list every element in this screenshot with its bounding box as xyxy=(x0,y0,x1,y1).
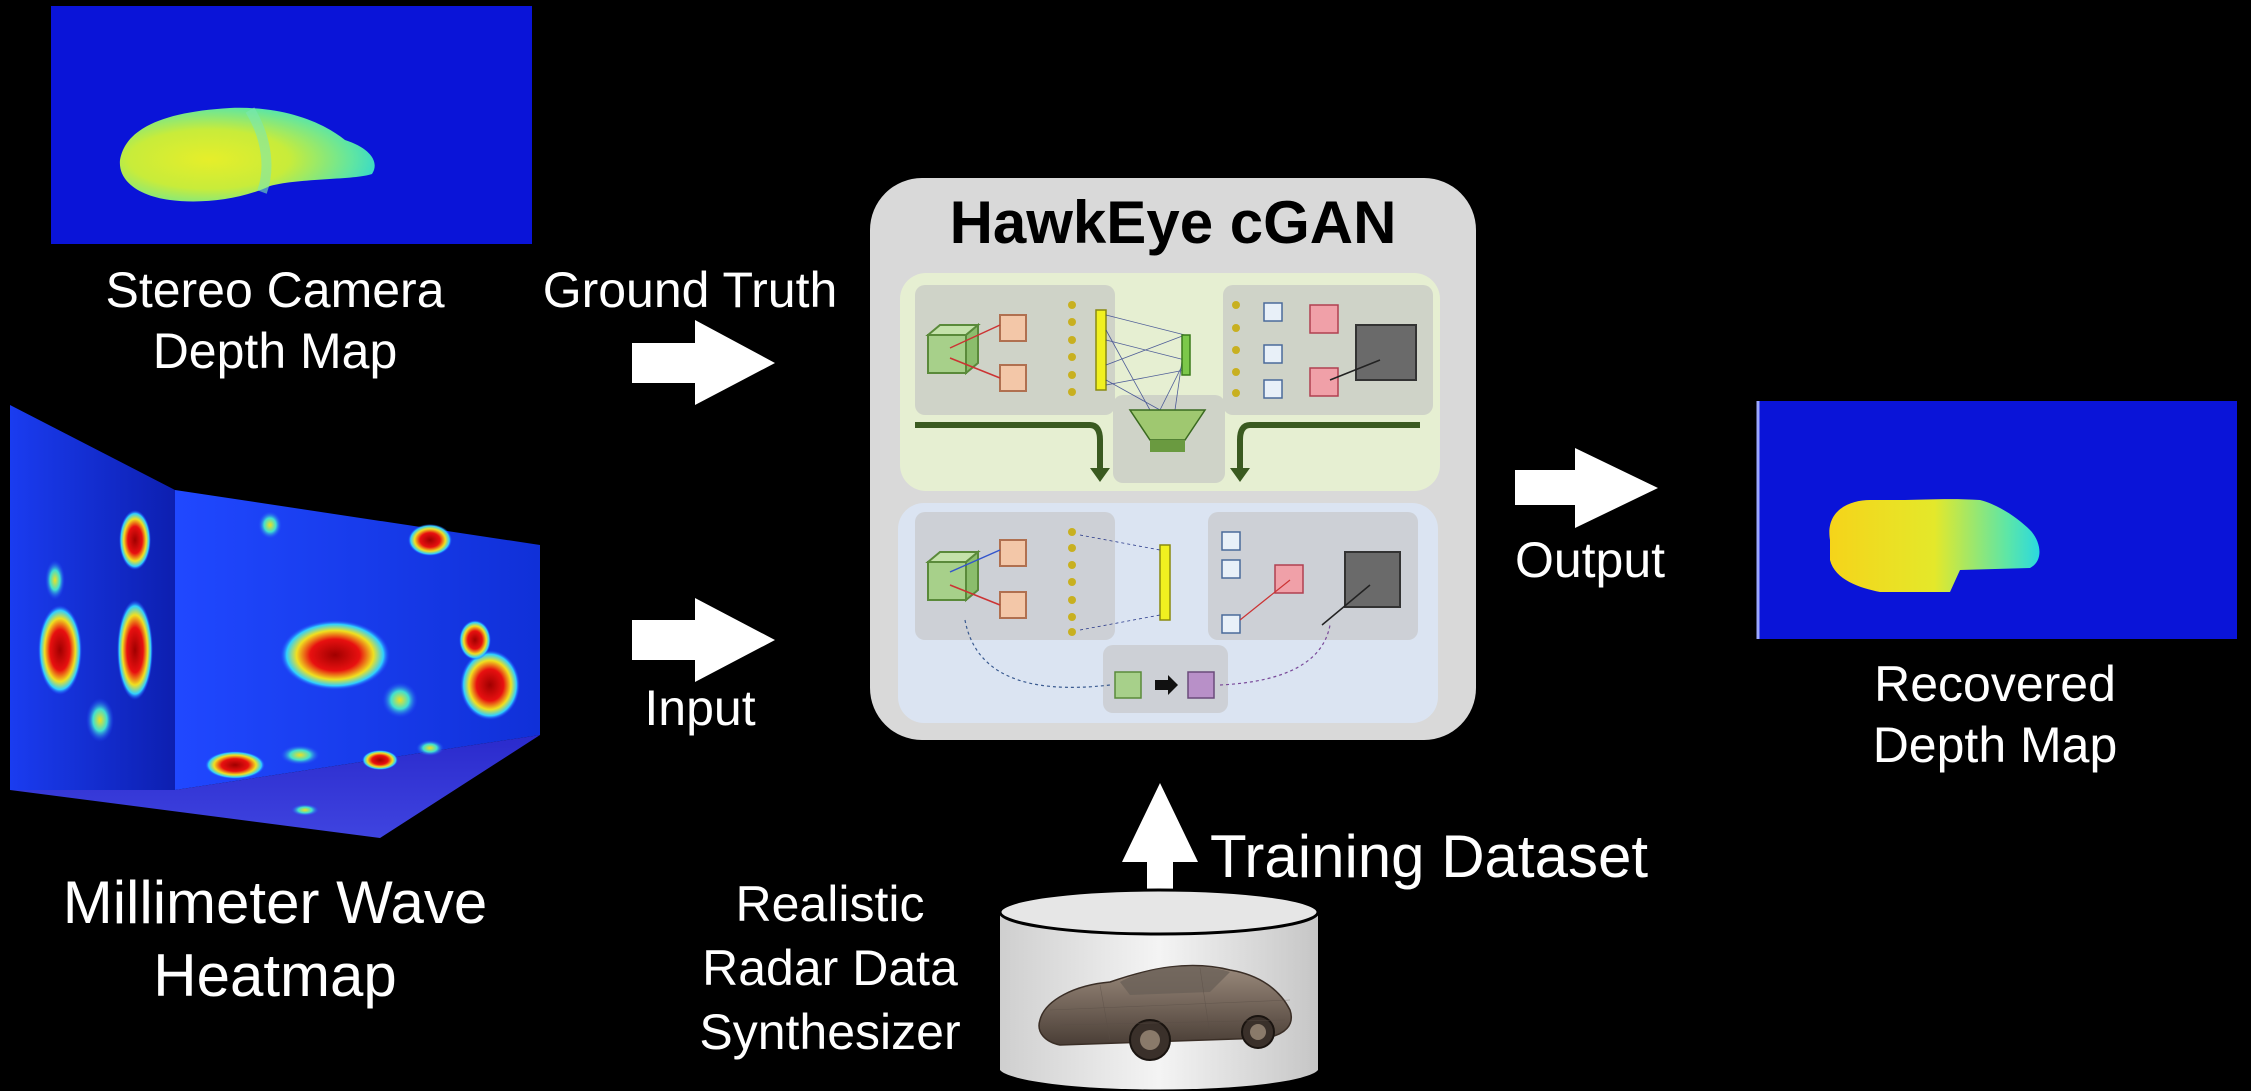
training-dataset-label: Training Dataset xyxy=(1210,823,1648,890)
car-model-icon xyxy=(1038,964,1292,1061)
synth-line2: Radar Data xyxy=(702,940,958,996)
recovered-depth-map-label: Recovered Depth Map xyxy=(1780,654,2210,776)
mmwave-heatmap-label: Millimeter Wave Heatmap xyxy=(10,866,540,1012)
synth-line1: Realistic xyxy=(735,876,925,932)
stereo-depth-map-label: Stereo Camera Depth Map xyxy=(55,260,495,382)
ground-truth-arrow xyxy=(632,320,775,405)
input-arrow xyxy=(632,598,775,682)
mmwave-label-line1: Millimeter Wave xyxy=(62,869,488,936)
output-arrow xyxy=(1515,448,1658,528)
mmwave-label-line2: Heatmap xyxy=(153,942,397,1010)
mmwave-heatmap-image xyxy=(10,405,540,838)
cgan-panel xyxy=(870,178,1476,740)
synth-line3: Synthesizer xyxy=(699,1004,961,1060)
stereo-label-line1: Stereo Camera xyxy=(105,262,445,318)
training-arrow xyxy=(1122,783,1198,927)
recovered-depth-map-image xyxy=(1756,401,2237,639)
output-label: Output xyxy=(1514,532,1666,588)
dataset-database-icon xyxy=(998,888,1320,1090)
input-label: Input xyxy=(644,680,756,736)
cgan-title: HawkEye cGAN xyxy=(949,189,1397,256)
stereo-label-line2: Depth Map xyxy=(152,323,398,379)
stereo-depth-map-image xyxy=(51,6,532,244)
recovered-label-line2: Depth Map xyxy=(1872,717,2118,773)
ground-truth-label: Ground Truth xyxy=(542,262,838,318)
synthesizer-label: Realistic Radar Data Synthesizer xyxy=(680,872,980,1064)
recovered-label-line1: Recovered xyxy=(1874,656,2116,712)
